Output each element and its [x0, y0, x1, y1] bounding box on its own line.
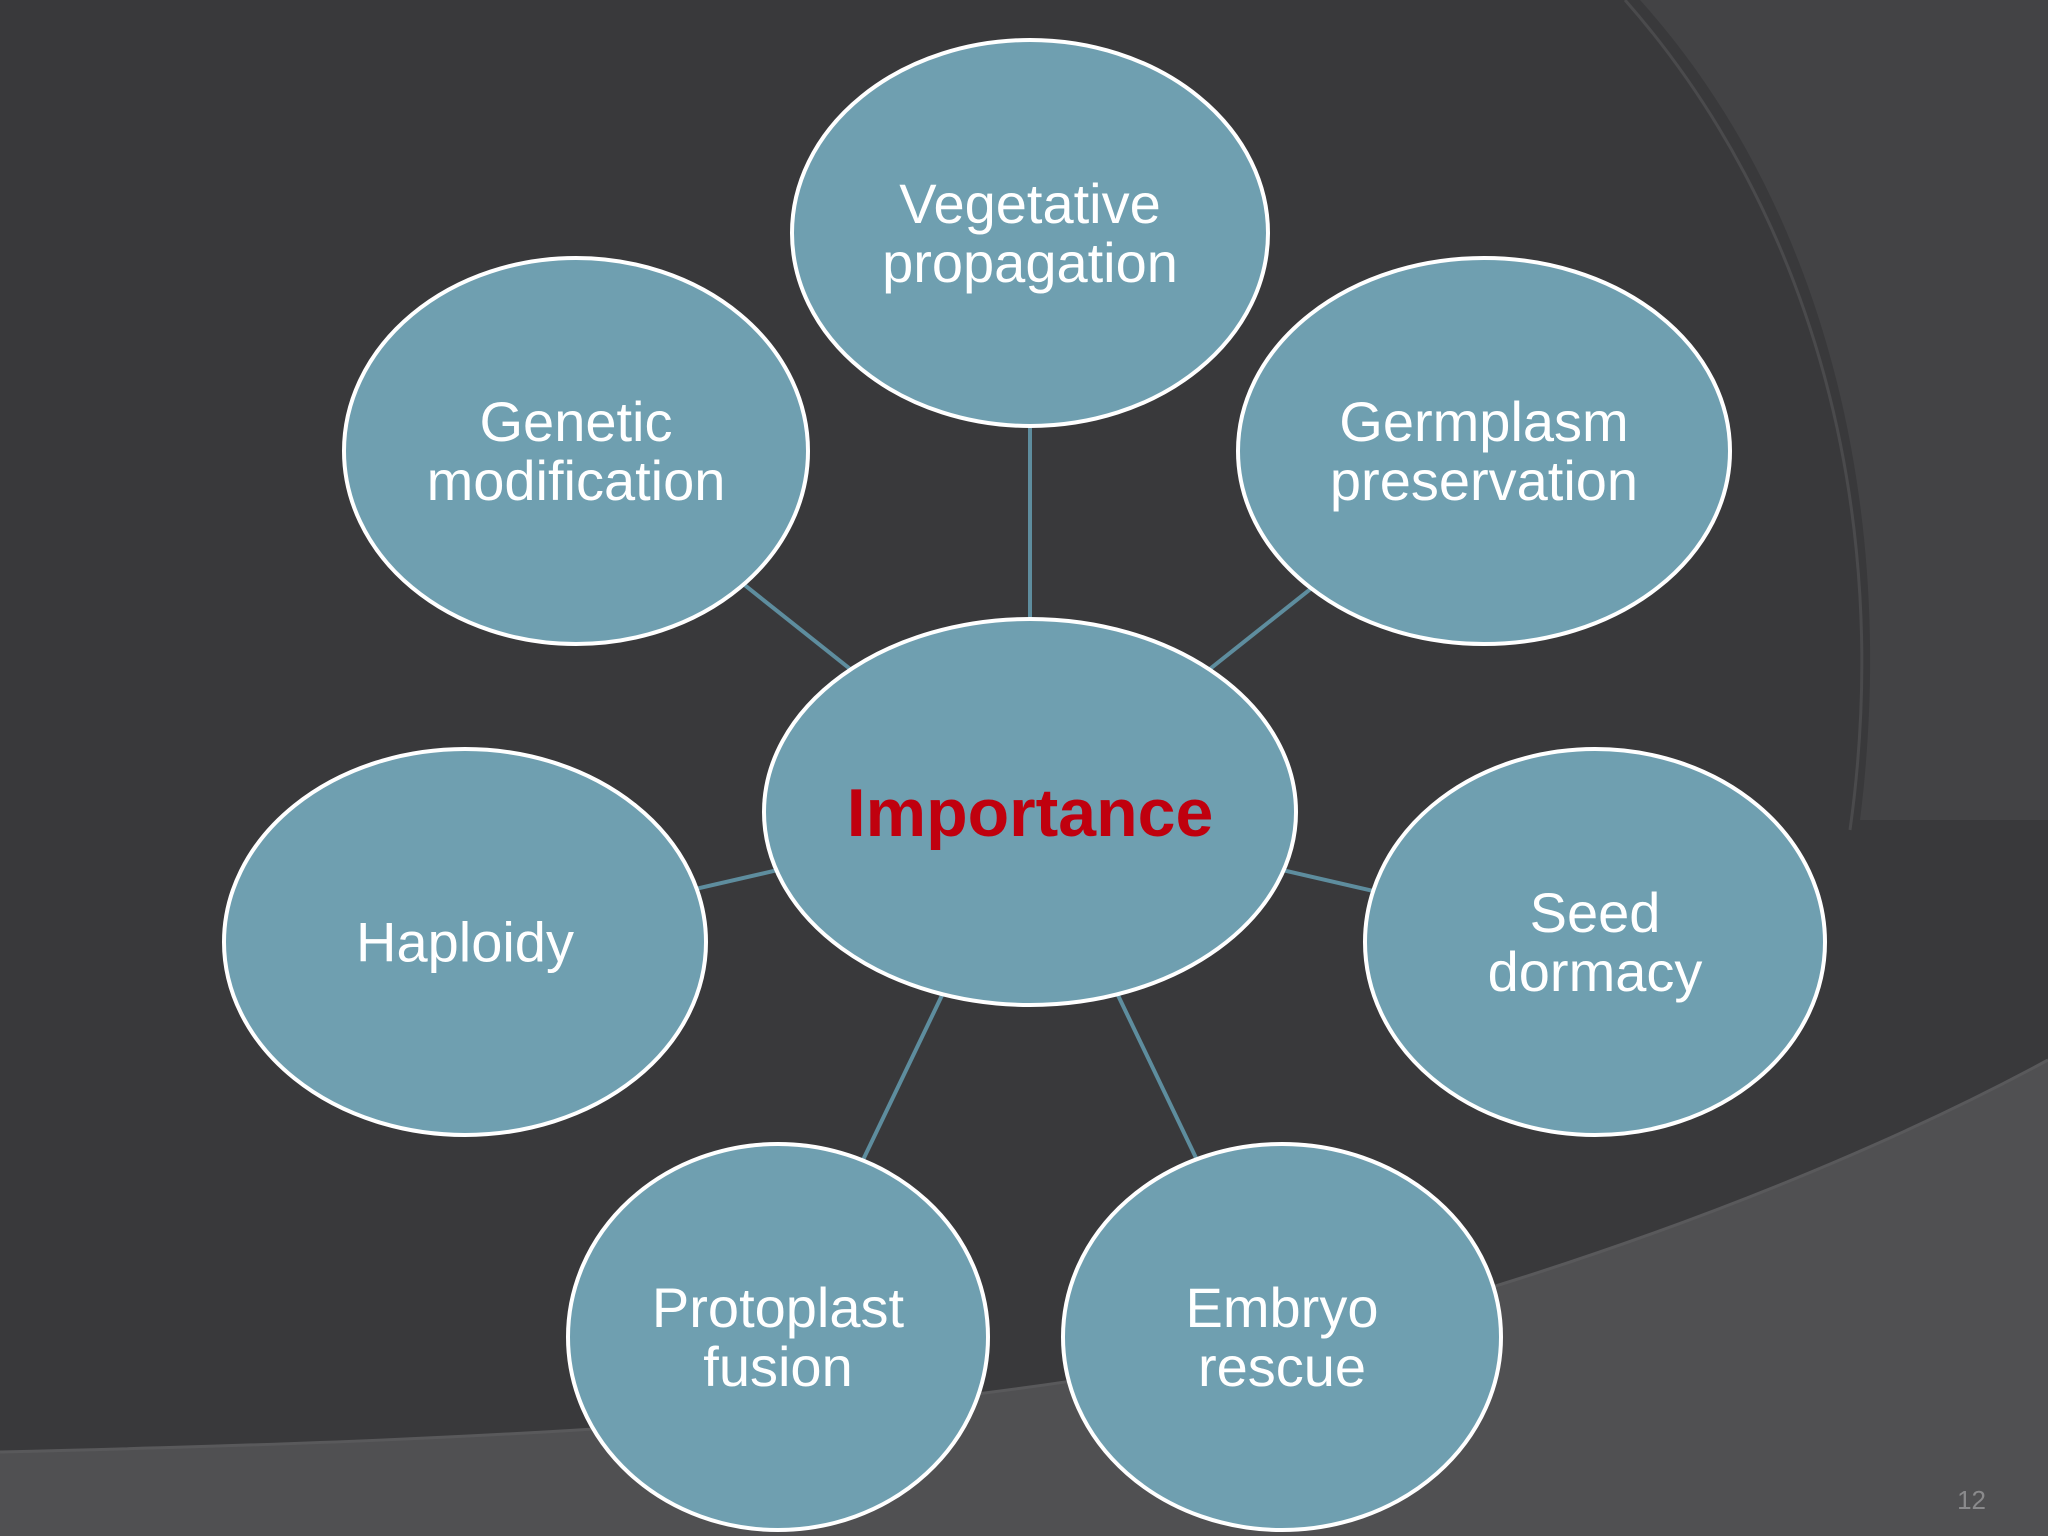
connector-protoplast-fusion: [860, 993, 945, 1162]
node-ellipse-embryo-rescue: [1061, 1142, 1503, 1532]
node-label-germplasm-preservation-line-2: preservation: [1330, 449, 1638, 512]
background-curve-right: [1640, 0, 2048, 820]
node-label-embryo-rescue-line-2: rescue: [1198, 1335, 1366, 1398]
node-label-haploidy-line-1: Haploidy: [356, 911, 574, 974]
node-haploidy: Haploidy: [222, 747, 708, 1137]
connector-germplasm-preservation: [1208, 586, 1313, 671]
node-label-genetic-modification-line-2: modification: [427, 449, 726, 512]
node-label-embryo-rescue-line-1: Embryo: [1186, 1276, 1379, 1339]
center-node: Importance: [762, 617, 1298, 1007]
node-label-vegetative-propagation-line-1: Vegetative: [899, 172, 1161, 235]
node-label-genetic-modification-line-1: Genetic: [480, 390, 673, 453]
node-ellipse-germplasm-preservation: [1236, 256, 1732, 646]
connector-genetic-modification: [742, 582, 852, 671]
background-curve-line: [1623, 0, 1864, 831]
background-band-bottom: [0, 1060, 2048, 1536]
connector-embryo-rescue: [1115, 993, 1199, 1161]
connector-seed-dormacy: [1283, 868, 1374, 893]
node-label-seed-dormacy-line-2: dormacy: [1488, 940, 1703, 1003]
node-ellipse-protoplast-fusion: [566, 1142, 990, 1532]
node-ellipse-haploidy: [222, 747, 708, 1137]
center-node-ellipse: [762, 617, 1298, 1007]
node-label-seed-dormacy-line-1: Seed: [1530, 881, 1661, 944]
page-number: 12: [1957, 1485, 1986, 1515]
connector-group: [696, 426, 1374, 1162]
node-ellipse-seed-dormacy: [1363, 747, 1827, 1137]
node-label-germplasm-preservation-line-1: Germplasm: [1339, 390, 1628, 453]
node-label-vegetative-propagation-line-2: propagation: [882, 231, 1178, 294]
center-node-label-line-1: Importance: [847, 775, 1214, 851]
node-group: VegetativepropagationGermplasmpreservati…: [222, 38, 1827, 1532]
node-label-protoplast-fusion-line-1: Protoplast: [652, 1276, 905, 1339]
connector-haploidy: [696, 868, 777, 891]
node-ellipse-vegetative-propagation: [790, 38, 1270, 428]
node-ellipse-genetic-modification: [342, 256, 810, 646]
node-label-protoplast-fusion-line-2: fusion: [703, 1335, 852, 1398]
